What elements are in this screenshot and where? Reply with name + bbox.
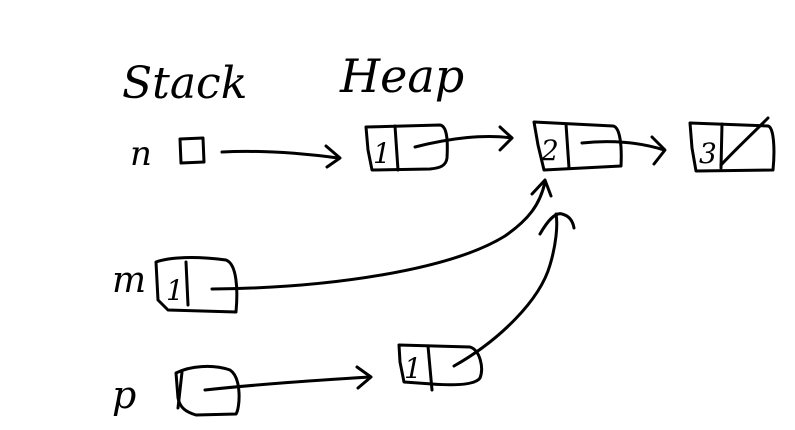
- stack-heading: Stack: [122, 58, 247, 109]
- stack-cell-m-value: 1: [166, 274, 184, 307]
- arrowhead-n-to-node1: [324, 144, 342, 169]
- heap-node-3-box: [688, 121, 776, 173]
- arrowhead-m-to-node2: [530, 178, 553, 198]
- heap-heading: Heap: [339, 49, 464, 103]
- arrow-n-to-node1: [220, 149, 340, 160]
- heap-node-p-target-divider: [426, 344, 434, 392]
- arrow-p-to-heapnode: [203, 375, 372, 392]
- variable-n-label: n: [130, 134, 152, 174]
- arrow-heapnode-to-node2: [452, 212, 559, 368]
- stack-slot-n: [178, 136, 206, 165]
- heap-node-1-value: 1: [373, 137, 391, 170]
- heap-node-3-divider: [719, 122, 724, 170]
- arrowhead-p-to-heapnode: [355, 365, 373, 390]
- heap-node-p-target: 1: [397, 343, 484, 392]
- heap-node-2-value: 2: [540, 134, 559, 167]
- arrow-node2-to-node3: [580, 140, 666, 152]
- heap-node-p-target-value: 1: [404, 352, 422, 385]
- variable-p-label: p: [112, 373, 136, 417]
- stack-cell-p: [174, 364, 241, 417]
- heap-node-2: 2: [532, 120, 623, 172]
- heap-node-1: 1: [364, 123, 449, 172]
- stack-cell-m-divider: [184, 260, 190, 307]
- heap-node-1-divider: [393, 124, 400, 172]
- stack-cell-m-box: [154, 256, 239, 314]
- stack-cell-p-divider: [176, 370, 184, 410]
- stack-cell-p-box: [174, 364, 241, 417]
- heap-node-1-box: [364, 123, 449, 172]
- arrowhead-node1-to-node2: [498, 125, 514, 152]
- variable-m-label: m: [112, 260, 146, 301]
- heap-node-3: 3: [688, 116, 776, 173]
- stack-cell-m: 1: [154, 256, 239, 314]
- arrowhead-heapnode-to-node2: [538, 212, 576, 236]
- heap-node-2-divider: [564, 122, 571, 170]
- arrow-m-to-node2: [210, 180, 547, 291]
- heap-node-3-value: 3: [699, 137, 717, 170]
- heap-node-3-null-slash: [719, 116, 770, 167]
- arrowhead-node2-to-node3: [650, 135, 667, 166]
- arrow-node1-to-node2: [413, 134, 514, 149]
